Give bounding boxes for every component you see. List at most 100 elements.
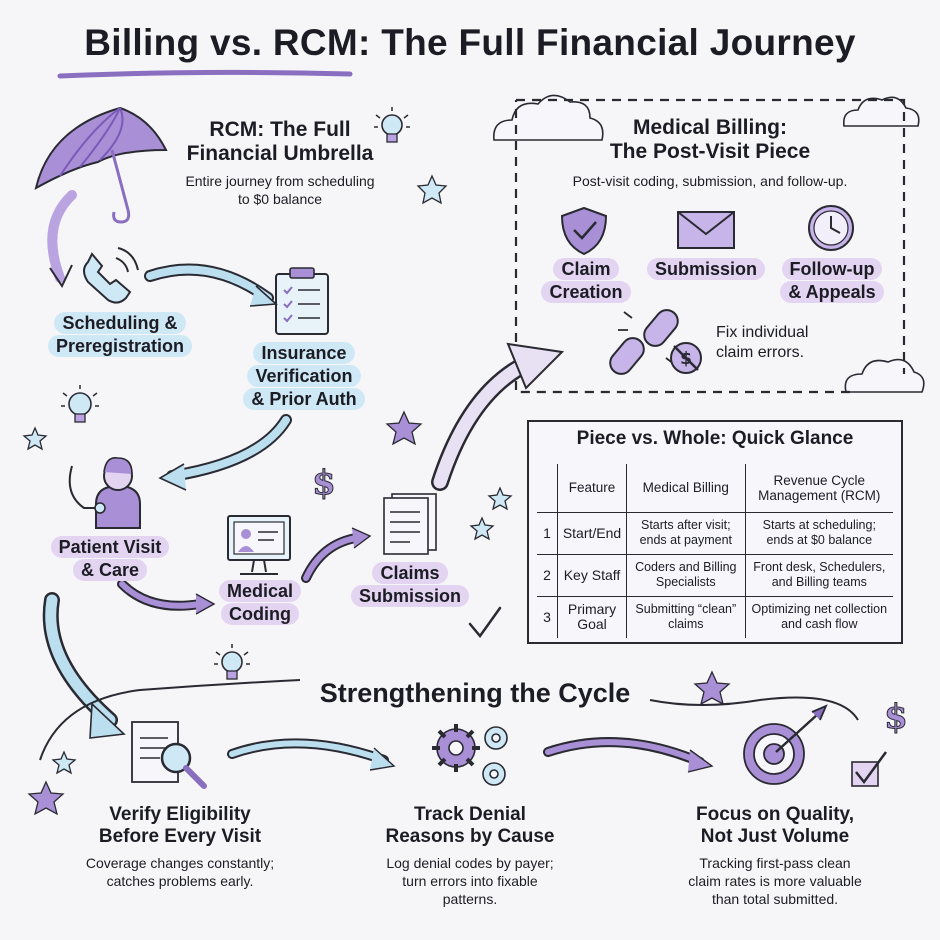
cloud-icon (842, 96, 920, 127)
table-header: Feature (557, 464, 627, 513)
tip-verify-eligibility: Verify Eligibility Before Every Visit Co… (50, 804, 310, 890)
billing-item-label: Follow-up& Appeals (780, 258, 884, 303)
table-cell: Start/End (557, 511, 627, 555)
star-icon (22, 426, 48, 451)
table-header-row: Feature Medical Billing Revenue Cycle Ma… (537, 464, 893, 513)
gears-icon (432, 724, 508, 786)
lightbulb-icon (61, 385, 99, 423)
star-icon (27, 780, 65, 816)
star-icon (487, 486, 513, 511)
dollar-icon: $ (312, 463, 337, 504)
broken-chain-icon (609, 309, 679, 375)
tip-desc-line3: than total submitted. (711, 891, 839, 907)
table-cell: Coders and Billing Specialists (626, 553, 746, 597)
umbrella-icon (34, 106, 168, 224)
rcm-desc-line2: to $0 balance (237, 191, 323, 207)
comparison-table-card: Piece vs. Whole: Quick Glance Feature Me… (527, 420, 903, 644)
table-cell: Starts at scheduling; ends at $0 balance (744, 511, 893, 555)
billing-item-label: Submission (646, 258, 765, 280)
cloud-icon (493, 94, 604, 141)
rcm-heading-line2: Financial Umbrella (186, 142, 374, 165)
shield-check-icon (560, 206, 608, 256)
cycle-wave (39, 679, 859, 761)
cloud-icon (844, 358, 925, 393)
tip-title-line2: Reasons by Cause (385, 826, 555, 847)
envelope-icon (677, 211, 735, 249)
step-scheduling: Scheduling &Preregistration (30, 312, 210, 358)
billing-item-submission: Submission (646, 258, 766, 281)
page-title: Billing vs. RCM: The Full Financial Jour… (84, 22, 856, 63)
star-icon (51, 750, 77, 775)
table-cell: Key Staff (557, 553, 627, 597)
star-icon (416, 174, 448, 205)
computer-monitor-icon (227, 515, 291, 575)
billing-arrow (431, 353, 539, 491)
target-icon (743, 704, 828, 785)
phone-icon (83, 247, 139, 304)
checkbox-icon (851, 751, 888, 787)
table-header: Revenue Cycle Management (RCM) (744, 464, 893, 513)
no-dollar-icon: $ (670, 342, 702, 374)
tip-desc-line1: Coverage changes constantly; (85, 855, 275, 871)
tip-desc-line1: Tracking first-pass clean (699, 855, 851, 871)
rcm-section: RCM: The Full Financial Umbrella Entire … (150, 118, 410, 208)
table-row: 2 Key Staff Coders and Billing Specialis… (537, 553, 893, 597)
billing-section: Medical Billing: The Post-Visit Piece Po… (520, 116, 900, 190)
tip-desc-line1: Log denial codes by payer; (386, 855, 554, 871)
table-cell: Front desk, Schedulers, and Billing team… (744, 553, 893, 597)
table-header (537, 464, 558, 513)
star-icon (469, 516, 495, 541)
tip-desc-line3: patterns. (442, 891, 498, 907)
step-patient-visit: Patient Visit& Care (30, 536, 190, 582)
table-cell: 1 (537, 511, 558, 555)
lightbulb-icon (214, 644, 250, 680)
tip-focus-quality: Focus on Quality, Not Just Volume Tracki… (640, 804, 910, 908)
billing-box-border (514, 98, 906, 394)
magnifier-document-icon (131, 721, 207, 789)
tip-title-line2: Before Every Visit (98, 826, 262, 847)
title-underline (57, 69, 353, 79)
rcm-desc-line1: Entire journey from scheduling (185, 173, 375, 189)
billing-fix-note: Fix individual claim errors. (716, 324, 809, 361)
tip-title-line1: Verify Eligibility (109, 804, 251, 825)
comparison-table: Feature Medical Billing Revenue Cycle Ma… (537, 464, 893, 638)
tip-title-line1: Track Denial (414, 804, 526, 825)
table-cell: 2 (537, 553, 558, 597)
table-row: 3 Primary Goal Submitting “clean” claims… (537, 595, 893, 638)
tip-track-denial: Track Denial Reasons by Cause Log denial… (340, 804, 600, 908)
rcm-heading-line1: RCM: The Full (209, 118, 351, 141)
star-icon (693, 670, 731, 706)
table-row: 1 Start/End Starts after visit; ends at … (537, 511, 893, 555)
cycle-heading: Strengthening the Cycle (319, 678, 631, 708)
table-cell: Optimizing net collection and cash flow (744, 595, 893, 638)
tip-title-line1: Focus on Quality, (696, 804, 854, 825)
billing-heading-line1: Medical Billing: (632, 116, 787, 139)
step-patient-visit-label: Patient Visit& Care (50, 536, 170, 581)
star-icon (385, 410, 423, 446)
tip-desc-line2: claim rates is more valuable (688, 873, 862, 889)
documents-icon (383, 493, 437, 555)
lightbulb-icon (374, 107, 410, 143)
billing-heading-line2: The Post-Visit Piece (609, 140, 811, 163)
clipboard-checklist-icon (275, 267, 329, 335)
table-header: Medical Billing (626, 464, 746, 513)
tip-desc-line2: turn errors into fixable (402, 873, 538, 889)
table-cell: Primary Goal (557, 595, 627, 638)
billing-desc: Post-visit coding, submission, and follo… (572, 173, 848, 189)
table-cell: 3 (537, 595, 558, 638)
tip-title-line2: Not Just Volume (700, 826, 850, 847)
dollar-sign-decor: $ (884, 697, 908, 737)
doctor-icon (68, 456, 141, 529)
dollar-icon: $ (884, 697, 909, 738)
checkmark-icon (468, 606, 502, 639)
table-cell: Submitting “clean” claims (626, 595, 746, 638)
table-title: Piece vs. Whole: Quick Glance (576, 428, 854, 449)
